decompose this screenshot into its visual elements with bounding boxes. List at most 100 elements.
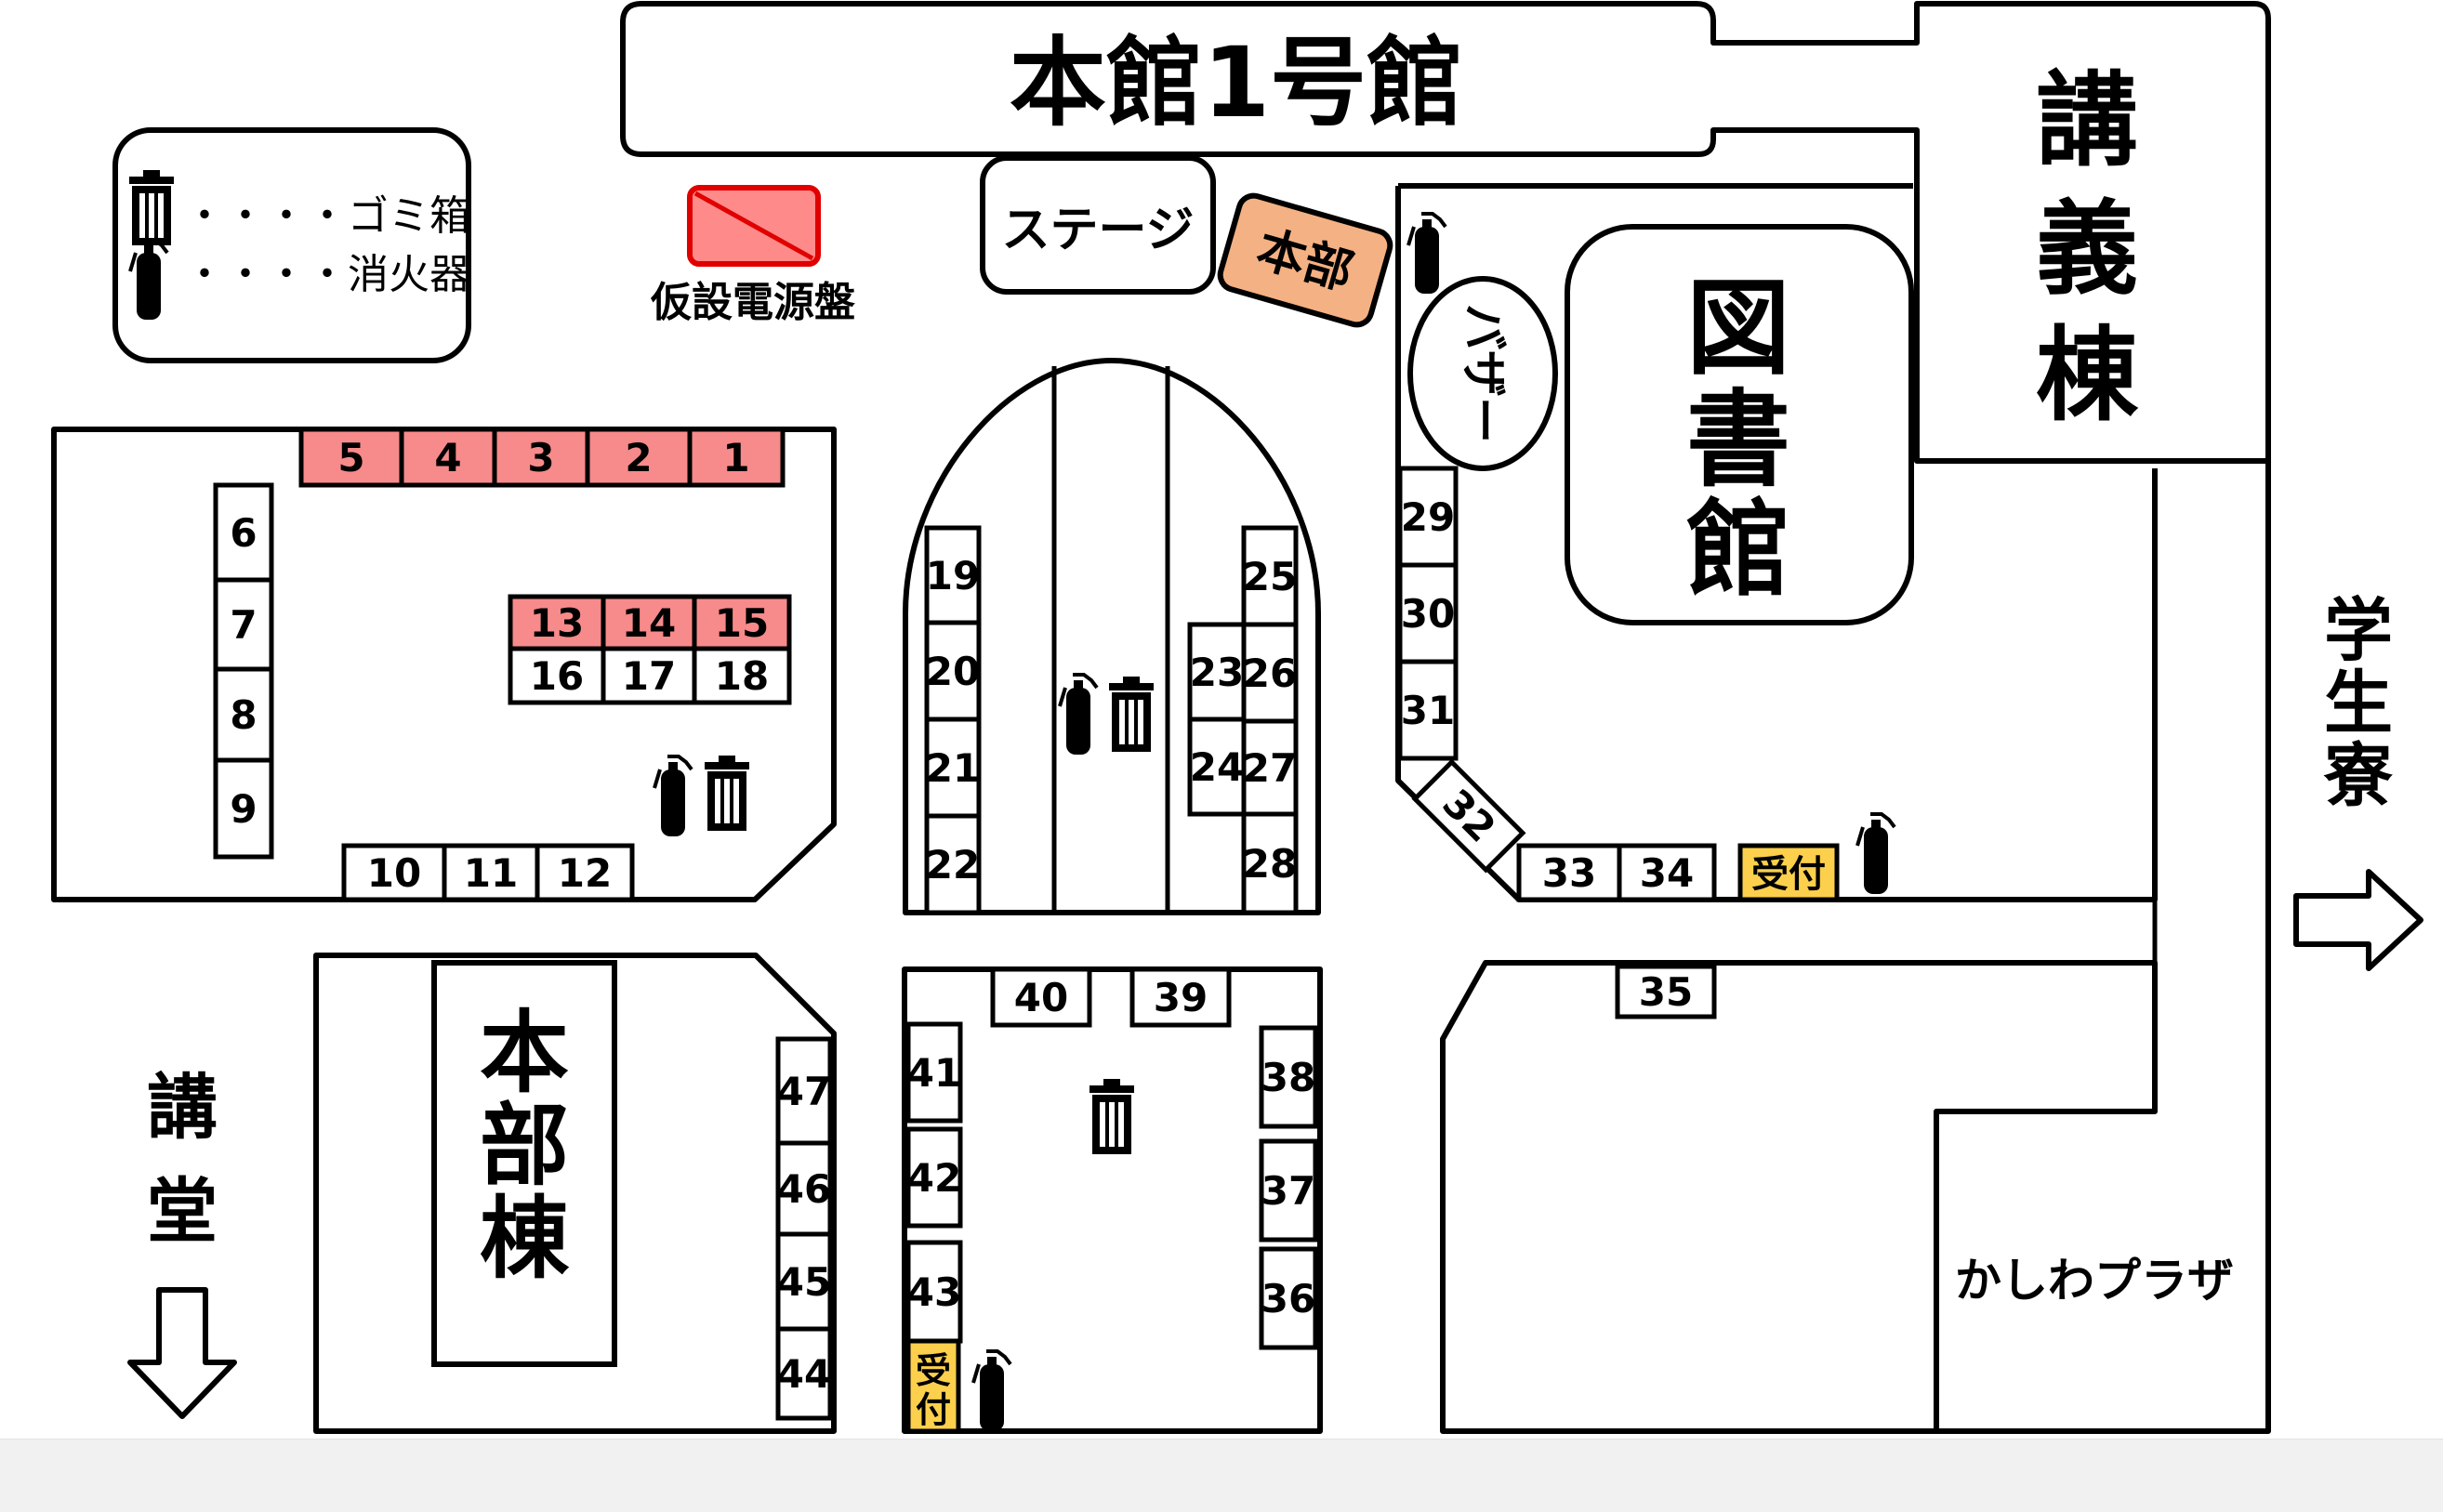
bazaar: [1407, 276, 1558, 471]
svg-text:図: 図: [1686, 269, 1790, 389]
legend: ・・・・ゴミ箱 ・・・・消火器: [112, 127, 471, 363]
booth-number: 11: [464, 850, 518, 896]
booth-number: 1: [722, 435, 749, 480]
booth-number: 36: [1261, 1276, 1315, 1321]
headquarters-tent: 本部: [1217, 192, 1393, 328]
booth-5: 5: [298, 427, 404, 488]
booth-38: 38: [1259, 1025, 1318, 1129]
booth-41: 41: [905, 1021, 963, 1124]
svg-text:講: 講: [2036, 61, 2138, 180]
booth-number: 14: [622, 600, 676, 646]
booth-number: 38: [1261, 1055, 1315, 1100]
booth-number: 3: [527, 435, 554, 480]
booth-number: 19: [926, 553, 980, 598]
booth-number: 7: [230, 602, 257, 648]
booth-number: 31: [1401, 688, 1455, 733]
booth-2: 2: [585, 427, 693, 488]
booth-number: 20: [926, 649, 980, 694]
power-panel-label: 仮設電源盤: [650, 279, 855, 326]
booth-number: 5: [337, 435, 364, 480]
bazaar-label: バザー: [1457, 304, 1511, 443]
dormitory-direction: 学 生 寮: [2293, 591, 2423, 971]
svg-text:生: 生: [2324, 664, 2393, 743]
booth-32: 32: [1411, 758, 1526, 874]
footer-band: [0, 1439, 2443, 1512]
svg-text:館: 館: [1686, 490, 1790, 611]
trash-icon: [705, 756, 749, 831]
booth-number: 22: [926, 842, 980, 887]
booth-11: 11: [442, 843, 540, 902]
svg-text:本: 本: [480, 1001, 569, 1105]
booth-number: 15: [715, 600, 769, 646]
booth-37: 37: [1259, 1138, 1318, 1242]
booth-20: 20: [924, 620, 982, 722]
svg-text:講: 講: [147, 1066, 218, 1149]
booth-21: 21: [924, 717, 982, 819]
booth-number: 13: [530, 600, 584, 646]
down-arrow-icon: [127, 1287, 237, 1419]
booth-number: 28: [1243, 841, 1297, 887]
stage-label: ステージ: [1002, 203, 1195, 258]
legend-trash-label: ・・・・ゴミ箱: [184, 192, 470, 240]
booth-16: 16: [508, 646, 606, 705]
booth-28: 28: [1241, 811, 1299, 915]
library: [1565, 224, 1914, 625]
booth-18: 18: [692, 646, 792, 705]
booth-number: 6: [230, 510, 257, 556]
booth-34: 34: [1617, 843, 1717, 902]
booth-7: 7: [213, 577, 274, 672]
booth-24: 24: [1187, 717, 1247, 817]
bottom-left-block: 本 部 棟: [313, 953, 837, 1434]
booth-26: 26: [1241, 622, 1299, 724]
svg-text:棟: 棟: [480, 1187, 570, 1291]
booth-39: 39: [1129, 966, 1232, 1028]
fire-extinguisher-icon: [1855, 812, 1896, 896]
booth-45: 45: [775, 1231, 833, 1332]
booth-27: 27: [1241, 718, 1299, 817]
lecture-hall-building: 講 義 棟: [2036, 61, 2139, 435]
booth-9: 9: [213, 757, 274, 860]
booth-6: 6: [213, 482, 274, 583]
booth-number: 10: [367, 850, 421, 896]
bottom-center-block: [902, 966, 1323, 1434]
booth-number: 30: [1401, 591, 1455, 637]
booth-3: 3: [492, 427, 590, 488]
booth-number: 39: [1154, 975, 1208, 1020]
svg-text:付: 付: [916, 1389, 951, 1430]
booth-number: 33: [1542, 850, 1596, 896]
booth-25: 25: [1241, 525, 1299, 627]
booth-number: 17: [622, 653, 676, 699]
reception-bottom: 受 付: [905, 1338, 961, 1434]
reception-label: 受付: [1751, 853, 1826, 896]
right-arrow-icon: [2293, 869, 2423, 971]
svg-text:受: 受: [916, 1350, 951, 1391]
booth-42: 42: [905, 1126, 963, 1229]
booth-number: 47: [777, 1069, 831, 1114]
booth-number: 41: [907, 1050, 961, 1096]
booth-4: 4: [399, 427, 497, 488]
booth-46: 46: [775, 1140, 833, 1237]
main-building-1: 本館1号館: [620, 1, 2271, 464]
booth-43: 43: [905, 1240, 963, 1344]
booth-12: 12: [535, 843, 635, 902]
trash-icon: [129, 170, 174, 245]
fire-extinguisher-icon: [1406, 212, 1447, 296]
booth-number: 25: [1243, 554, 1297, 599]
booth-1: 1: [687, 427, 786, 488]
booth-number: 46: [777, 1166, 831, 1212]
booth-number: 37: [1261, 1168, 1315, 1214]
booth-number: 34: [1640, 850, 1694, 896]
booth-13: 13: [508, 594, 606, 651]
booth-number: 4: [434, 435, 461, 480]
svg-text:寮: 寮: [2323, 736, 2393, 816]
booth-number: 2: [625, 435, 652, 480]
booth-35: 35: [1615, 964, 1717, 1019]
booth-number: 12: [558, 850, 612, 896]
kashiwa-plaza-label: かしわプラザ: [1955, 1254, 2234, 1308]
booth-44: 44: [775, 1326, 833, 1421]
booth-number: 16: [530, 653, 584, 699]
booth-22: 22: [924, 813, 982, 915]
booth-number: 18: [715, 653, 769, 699]
booth-17: 17: [601, 646, 697, 705]
